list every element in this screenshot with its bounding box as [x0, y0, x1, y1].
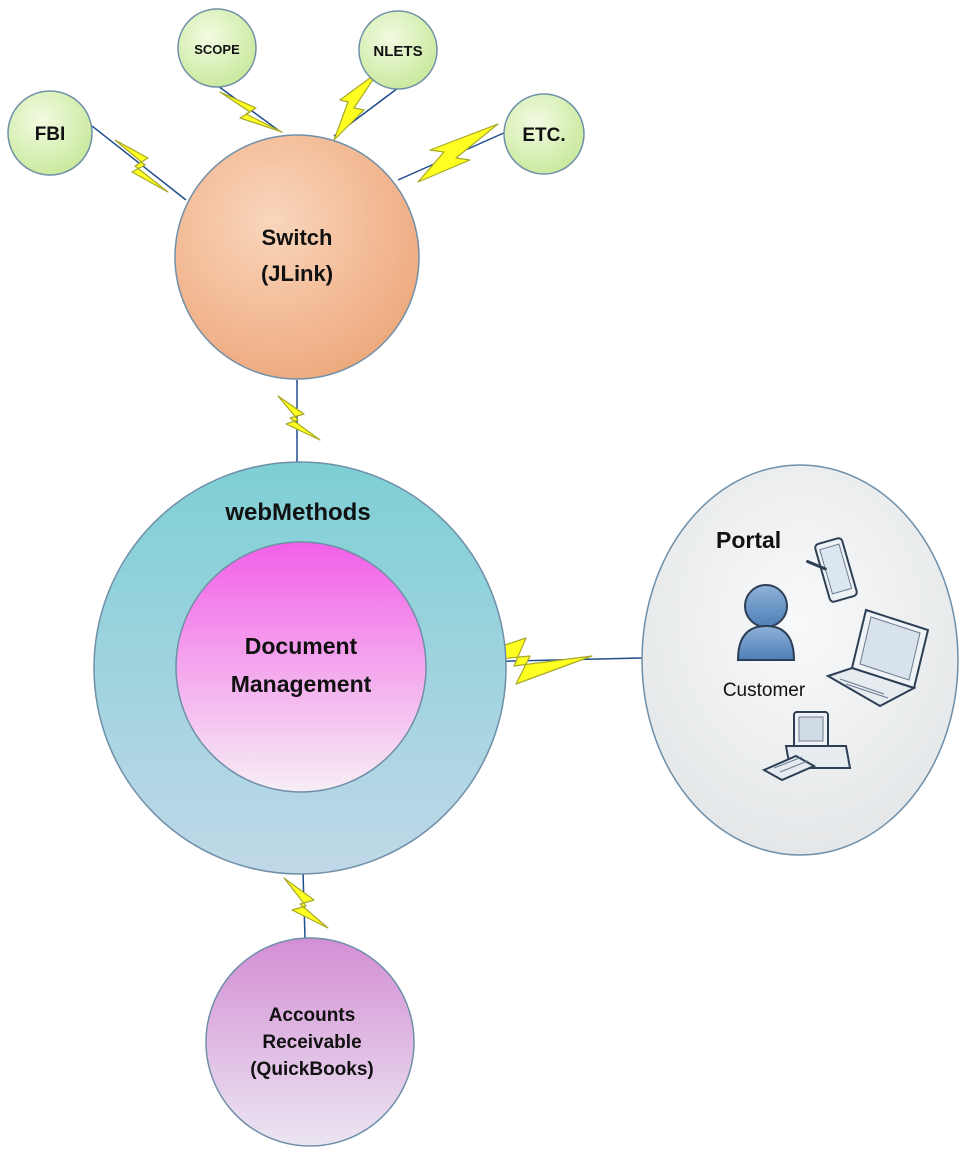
desktop-computer-icon	[761, 711, 852, 782]
node-scope: SCOPE	[177, 8, 257, 88]
lightning-bolt-icon	[114, 139, 169, 193]
switch-label: Switch	[262, 225, 333, 250]
lightning-bolt-icon	[333, 71, 379, 141]
link-scope-switch	[217, 85, 283, 133]
lightning-bolt-icon	[417, 123, 499, 183]
link-fbi-switch	[91, 125, 187, 201]
fbi-label: FBI	[35, 124, 66, 145]
lightning-bolt-icon	[447, 637, 593, 685]
switch-sublabel: (JLink)	[261, 261, 333, 286]
link-etc-switch	[397, 123, 507, 183]
user-icon	[736, 584, 796, 661]
node-document-management: Document Management	[175, 541, 427, 793]
link-webmethods-accounts	[283, 871, 329, 939]
node-fbi: FBI	[7, 90, 93, 176]
lightning-bolt-icon	[283, 877, 329, 929]
node-etc: ETC.	[503, 93, 585, 175]
link-switch-webmethods	[277, 380, 321, 462]
nlets-label: NLETS	[373, 43, 422, 60]
accounts-label: Accounts	[269, 1005, 356, 1026]
node-switch: Switch (JLink)	[174, 134, 420, 380]
etc-label: ETC.	[522, 125, 565, 146]
node-portal: Portal Customer	[641, 464, 959, 856]
lightning-bolt-icon	[277, 395, 321, 441]
node-nlets: NLETS	[358, 10, 438, 90]
laptop-icon	[825, 608, 930, 708]
webmethods-label: webMethods	[224, 499, 370, 526]
receivable-label: Receivable	[262, 1032, 361, 1053]
document-label: Document	[245, 633, 358, 659]
management-label: Management	[231, 671, 372, 697]
portal-label: Portal	[716, 527, 781, 553]
scope-label: SCOPE	[194, 42, 240, 57]
node-accounts-receivable: Accounts Receivable (QuickBooks)	[205, 937, 415, 1147]
lightning-bolt-icon	[219, 91, 283, 133]
tablet-icon	[806, 537, 858, 603]
customer-label: Customer	[723, 680, 806, 701]
quickbooks-label: (QuickBooks)	[250, 1059, 374, 1080]
